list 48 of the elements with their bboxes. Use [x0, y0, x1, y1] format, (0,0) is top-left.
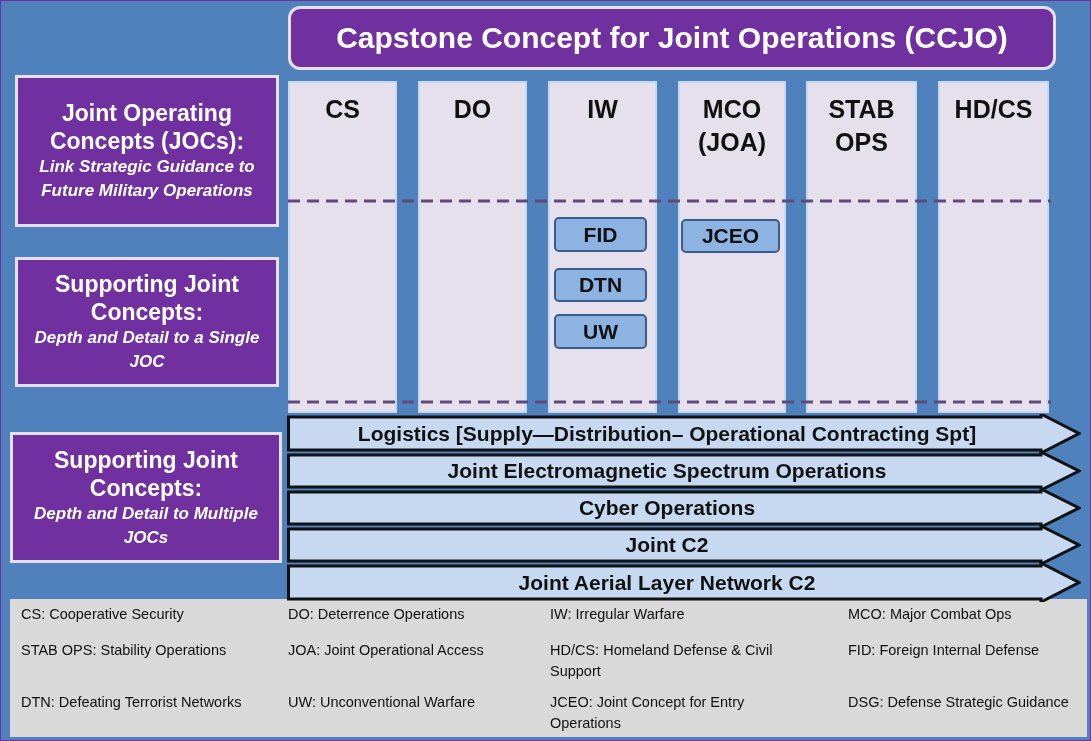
concept-column: [806, 81, 917, 413]
band-label: Joint C2: [625, 533, 709, 557]
title-banner: Capstone Concept for Joint Operations (CCJO): [288, 6, 1056, 70]
column-heading: MCO (JOA): [696, 94, 768, 158]
concept-tag: DTN: [554, 268, 647, 302]
arrow-band: [287, 526, 1081, 564]
band-label: Logistics [Supply—Distribution– Operational Contracting Spt]: [357, 421, 977, 446]
concept-heading: Supporting Joint Concepts:: [53, 445, 239, 502]
concept-box: [15, 75, 279, 227]
glossary-entry: DTN: Defeating Terrorist Networks: [21, 693, 243, 712]
arrow-band: [287, 489, 1081, 527]
glossary-entry: DSG: Defense Strategic Guidance: [848, 693, 1070, 712]
glossary-entry: MCO: Major Combat Ops: [848, 605, 1013, 624]
arrow-band: [287, 414, 1081, 453]
column-heading: IW: [586, 94, 619, 125]
glossary-entry: JCEO: Joint Concept for Entry Operations: [550, 693, 746, 733]
band-label: Cyber Operations: [578, 496, 756, 520]
column-heading: DO: [452, 94, 493, 125]
glossary-entry: FID: Foreign Internal Defense: [848, 641, 1040, 660]
arrow-band: [287, 563, 1081, 602]
concept-column: [288, 81, 397, 413]
band-label: Joint Electromagnetic Spectrum Operations: [447, 459, 887, 483]
column-heading: CS: [324, 94, 361, 125]
concept-description: Depth and Detail to a Single JOC: [33, 327, 261, 373]
glossary-entry: UW: Unconventional Warfare: [288, 693, 476, 712]
concept-column: [938, 81, 1049, 413]
band-label: Joint Aerial Layer Network C2: [518, 570, 816, 595]
concept-tag: FID: [554, 217, 647, 252]
concept-box: [10, 432, 282, 563]
concept-box: [15, 257, 279, 387]
glossary-entry: IW: Irregular Warfare: [550, 605, 686, 624]
glossary-entry: CS: Cooperative Security: [21, 605, 185, 624]
concept-description: Link Strategic Guidance to Future Military Operations: [38, 156, 256, 202]
glossary-entry: DO: Deterrence Operations: [288, 605, 466, 624]
concept-heading: Joint Operating Concepts (JOCs):: [48, 99, 246, 155]
concept-column: [678, 81, 786, 413]
concept-column: [548, 81, 657, 413]
concept-tag: JCEO: [681, 219, 780, 253]
column-heading: HD/CS: [953, 94, 1034, 125]
column-heading: STAB OPS: [827, 94, 896, 158]
concept-description: Depth and Detail to Multiple JOCs: [33, 502, 259, 549]
glossary-entry: STAB OPS: Stability Operations: [21, 641, 228, 660]
arrow-band: [287, 452, 1081, 490]
glossary-entry: HD/CS: Homeland Defense & Civil Support: [550, 641, 774, 681]
concept-tag: UW: [554, 314, 647, 349]
concept-column: [418, 81, 527, 413]
glossary-entry: JOA: Joint Operational Access: [288, 641, 485, 660]
concept-heading: Supporting Joint Concepts:: [54, 270, 240, 326]
